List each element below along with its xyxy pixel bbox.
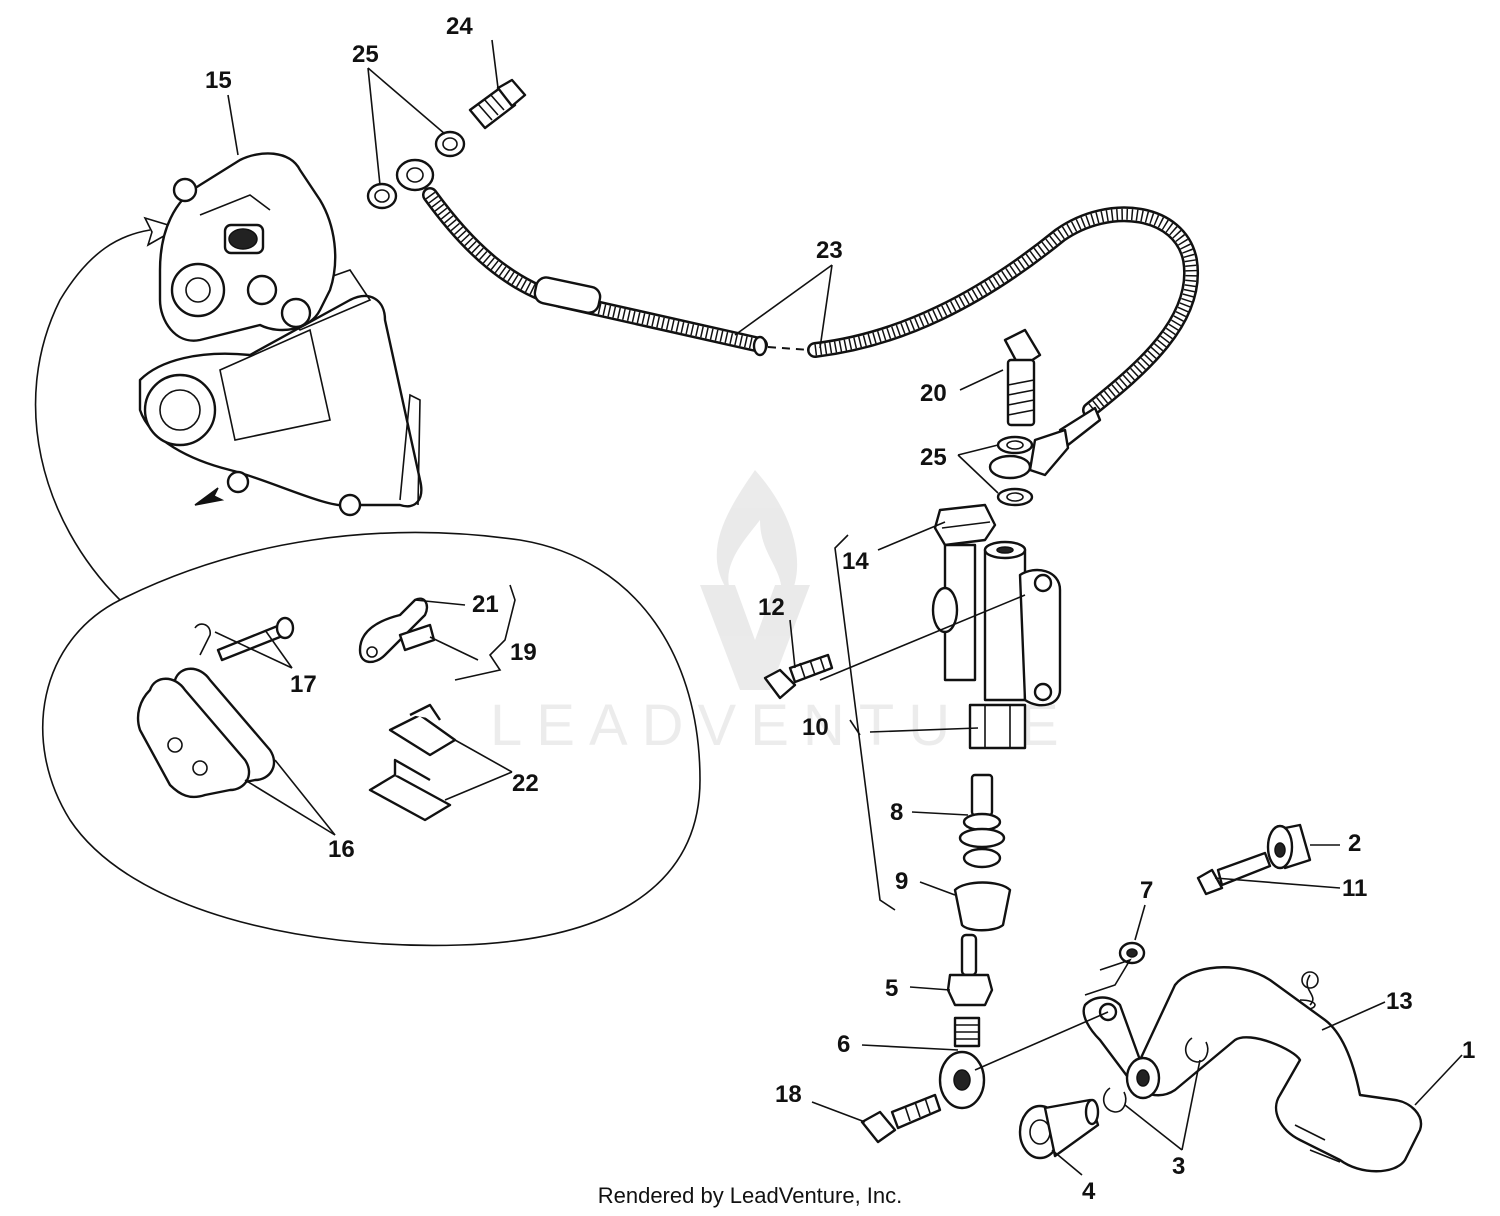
brake-pads-part <box>136 667 276 799</box>
part-label-23: 23 <box>816 237 843 264</box>
part-label-25-lower: 25 <box>920 444 947 471</box>
part-label-2: 2 <box>1348 830 1361 857</box>
part-label-3: 3 <box>1172 1153 1185 1180</box>
group-bracket-10 <box>834 534 896 911</box>
part-label-15: 15 <box>205 67 232 94</box>
part-label-17: 17 <box>290 671 317 698</box>
circlip-part <box>1102 1037 1209 1113</box>
caliper-bracket-part <box>138 269 423 517</box>
spacer-part <box>1266 823 1312 870</box>
bolt-part-12 <box>763 653 834 700</box>
hose-banjo-top <box>395 158 435 192</box>
part-label-12: 12 <box>758 594 785 621</box>
part-label-6: 6 <box>837 1031 850 1058</box>
part-label-13: 13 <box>1386 988 1413 1015</box>
clevis-part <box>938 1016 986 1110</box>
pad-pin-part <box>194 616 295 662</box>
reservoir-cap-part <box>933 503 997 547</box>
part-label-24: 24 <box>446 13 473 40</box>
bolt-part-18 <box>860 1093 942 1144</box>
part-label-21: 21 <box>472 591 499 618</box>
master-cylinder-part <box>931 540 1062 750</box>
part-label-20: 20 <box>920 380 947 407</box>
washer-part-top <box>366 130 466 210</box>
pad-retainer-part <box>368 703 457 822</box>
mount-arrow-icon <box>194 487 225 506</box>
pad-spring-part <box>358 597 436 664</box>
pivot-bolt-part <box>1018 1098 1100 1160</box>
part-label-5: 5 <box>885 975 898 1002</box>
bleeder-bolt-part <box>468 78 527 130</box>
watermark-text: LEADVENTURE <box>490 693 1073 758</box>
pad-kit-inset-outline <box>41 531 701 947</box>
part-label-8: 8 <box>890 799 903 826</box>
part-label-18: 18 <box>775 1081 802 1108</box>
part-label-9: 9 <box>895 868 908 895</box>
group-bracket-19 <box>454 584 516 681</box>
banjo-bolt-part <box>1003 328 1042 427</box>
part-label-4: 4 <box>1082 1178 1096 1205</box>
bolt-part-11 <box>1196 851 1272 896</box>
caliper-body-part <box>158 152 337 342</box>
part-label-19: 19 <box>510 639 537 666</box>
watermark-logo-icon <box>700 470 810 690</box>
push-rod-part <box>946 933 994 1007</box>
part-label-22: 22 <box>512 770 539 797</box>
boot-part <box>953 881 1012 932</box>
piston-part <box>958 773 1006 869</box>
part-label-14: 14 <box>842 548 869 575</box>
brake-pedal-part <box>1082 966 1423 1173</box>
part-label-10: 10 <box>802 714 829 741</box>
part-label-7: 7 <box>1140 877 1153 904</box>
leader-lines <box>214 39 1463 1176</box>
footer-credit: Rendered by LeadVenture, Inc. <box>597 1183 903 1208</box>
part-label-16: 16 <box>328 836 355 863</box>
part-label-1: 1 <box>1462 1037 1475 1064</box>
part-label-25-top: 25 <box>352 41 379 68</box>
washer-part-lower <box>988 435 1034 507</box>
nut-part <box>1118 941 1146 965</box>
inset-pointer-curve <box>34 229 151 601</box>
group-bracket-7 <box>1084 958 1132 996</box>
part-label-11: 11 <box>1342 875 1367 902</box>
brake-hose-part <box>422 187 1200 477</box>
